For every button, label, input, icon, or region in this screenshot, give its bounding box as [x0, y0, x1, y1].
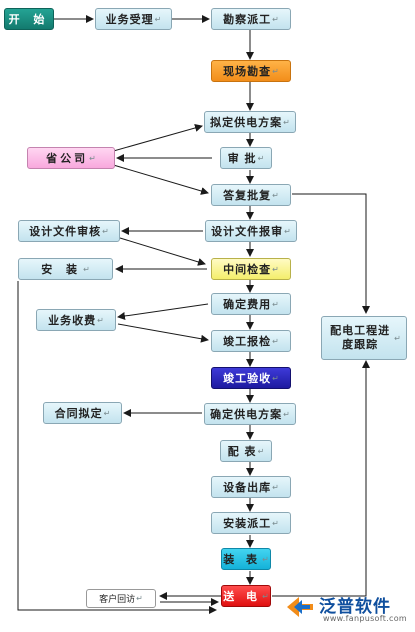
return-mark: ↵	[272, 66, 279, 76]
fee-collect-node-label: 业务收费	[48, 314, 97, 327]
return-mark: ↵	[89, 153, 96, 163]
confirm-plan-node: 确定供电方案↵	[204, 403, 296, 425]
tracking-node: 配电工程进度跟踪↵	[321, 316, 407, 360]
completion-report-node: 竣工报检↵	[211, 330, 291, 352]
return-mark: ↵	[272, 264, 279, 274]
brand-name: 泛普软件	[319, 597, 391, 617]
meter-install-node: 装 表↵	[221, 548, 271, 570]
arrow-fee-collect	[117, 303, 209, 320]
return-mark: ↵	[97, 315, 104, 325]
return-mark: ↵	[272, 190, 279, 200]
site-survey-node: 现场勘查↵	[211, 60, 291, 82]
return-mark: ↵	[154, 14, 162, 24]
reply-node: 答复批复↵	[211, 184, 291, 206]
start-node: 开 始	[4, 8, 54, 30]
approve-node-label: 审 批	[227, 152, 257, 165]
contract-node-label: 合同拟定	[54, 407, 103, 420]
dispatch-survey-node-label: 勘察派工	[223, 13, 272, 26]
start-node-label: 开 始	[8, 13, 50, 26]
arrow-reply-tracking	[292, 193, 370, 314]
accept-node: 业务受理↵	[95, 8, 172, 30]
confirm-fee-node-label: 确定费用	[223, 298, 272, 311]
confirm-fee-node: 确定费用↵	[211, 293, 291, 315]
customer-visit-node-label: 客户回访	[99, 595, 136, 605]
dispatch-survey-node: 勘察派工↵	[211, 8, 291, 30]
design-submit-node-label: 设计文件报审	[211, 225, 284, 238]
return-mark: ↵	[272, 482, 279, 492]
completion-report-node-label: 竣工报检	[223, 335, 272, 348]
device-out-node-label: 设备出库	[223, 481, 272, 494]
return-mark: ↵	[83, 264, 90, 274]
completion-accept-node: 竣工验收↵	[211, 367, 291, 389]
power-on-node: 送 电↵	[221, 585, 271, 607]
confirm-plan-node-label: 确定供电方案	[210, 408, 283, 421]
customer-visit-node: 客户回访↵	[86, 589, 156, 608]
install-node-label: 安 装	[41, 263, 83, 276]
arrow-collect-report	[117, 323, 209, 343]
design-review-node-label: 设计文件审核	[29, 225, 102, 238]
return-mark: ↵	[272, 299, 279, 309]
return-mark: ↵	[283, 117, 290, 127]
draft-plan-node: 拟定供电方案↵	[204, 111, 296, 133]
completion-accept-node-label: 竣工验收	[223, 372, 272, 385]
return-mark: ↵	[272, 336, 279, 346]
mid-check-node: 中间检查↵	[211, 258, 291, 280]
contract-node: 合同拟定↵	[43, 402, 122, 424]
arrow-province-plan	[109, 124, 203, 153]
accept-node-label: 业务受理	[105, 13, 154, 26]
brand-url: www.fanpusoft.com	[323, 614, 407, 623]
draft-plan-node-label: 拟定供电方案	[210, 116, 283, 129]
return-mark: ↵	[272, 14, 279, 24]
province-node-label: 省公司	[46, 152, 89, 165]
design-review-node: 设计文件审核↵	[18, 220, 120, 242]
return-mark: ↵	[272, 373, 279, 383]
install-dispatch-node: 安装派工↵	[211, 512, 291, 534]
install-node: 安 装↵	[18, 258, 113, 280]
brand-logo: 泛普软件 www.fanpusoft.com	[285, 590, 410, 626]
power-on-node-label: 送 电	[223, 590, 262, 603]
fee-collect-node: 业务收费↵	[36, 309, 116, 331]
return-mark: ↵	[103, 408, 111, 418]
tracking-node-label: 配电工程进度跟踪	[330, 324, 391, 351]
arrow-install-power-loop	[17, 281, 217, 614]
return-mark: ↵	[283, 409, 290, 419]
return-mark: ↵	[257, 153, 265, 163]
return-mark: ↵	[136, 594, 143, 603]
arrow-power-tracking	[272, 360, 370, 597]
arrow-review-mid	[119, 237, 206, 266]
device-out-node: 设备出库↵	[211, 476, 291, 498]
arrow-province-reply	[109, 163, 209, 195]
fanpu-logo-icon	[287, 597, 313, 617]
design-submit-node: 设计文件报审↵	[205, 220, 297, 242]
province-node: 省公司↵	[27, 147, 115, 169]
return-mark: ↵	[262, 591, 269, 601]
return-mark: ↵	[262, 554, 269, 564]
reply-node-label: 答复批复	[223, 189, 272, 202]
approve-node: 审 批↵	[220, 147, 272, 169]
meter-node: 配 表↵	[220, 440, 272, 462]
return-mark: ↵	[102, 226, 109, 236]
return-mark: ↵	[284, 226, 291, 236]
meter-node-label: 配 表	[227, 445, 257, 458]
return-mark: ↵	[272, 518, 279, 528]
return-mark: ↵	[257, 446, 265, 456]
mid-check-node-label: 中间检查	[223, 263, 272, 276]
return-mark: ↵	[394, 333, 401, 343]
meter-install-node-label: 装 表	[223, 553, 262, 566]
install-dispatch-node-label: 安装派工	[223, 517, 272, 530]
site-survey-node-label: 现场勘查	[223, 65, 272, 78]
